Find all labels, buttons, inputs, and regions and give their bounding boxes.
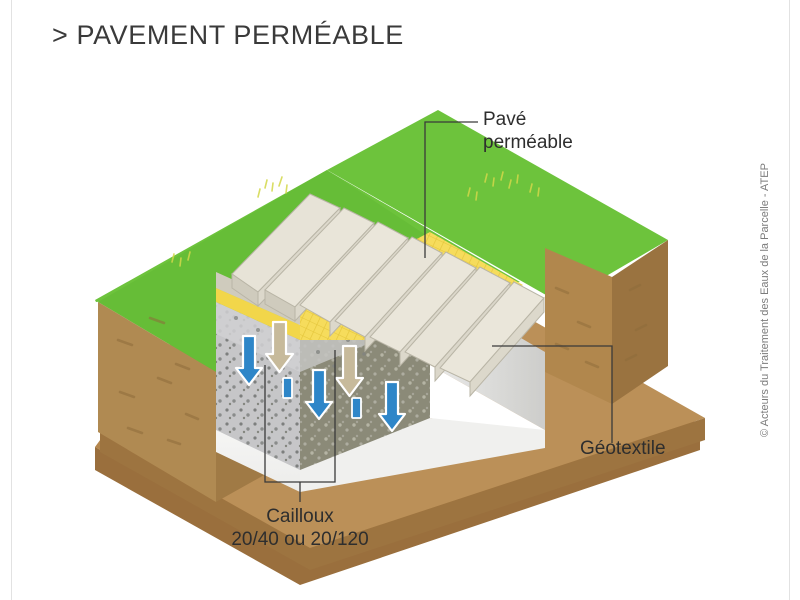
left-border-rule bbox=[11, 0, 12, 600]
flow-arrows bbox=[234, 320, 407, 433]
leader-paver bbox=[424, 121, 478, 258]
callout-geotextile-label: Géotextile bbox=[580, 438, 666, 459]
soil-block-right bbox=[545, 240, 668, 404]
page-title: > PAVEMENT PERMÉABLE bbox=[52, 20, 404, 50]
grass-tufts bbox=[171, 171, 540, 267]
leader-geotextile bbox=[492, 345, 613, 443]
water-arrow-small bbox=[351, 397, 362, 419]
water-arrow-small bbox=[251, 418, 260, 430]
water-arrow-small bbox=[282, 377, 293, 399]
callout-gravel-label: Cailloux 20/40 ou 20/120 bbox=[231, 506, 369, 550]
water-arrow bbox=[304, 368, 334, 421]
right-border-rule bbox=[789, 0, 790, 600]
callout-paver-label: Pavé perméable bbox=[483, 109, 573, 153]
copyright-notice: © Acteurs du Traitement des Eaux de la P… bbox=[759, 163, 771, 437]
water-arrow bbox=[377, 380, 407, 433]
paver-strips bbox=[231, 193, 545, 398]
leader-lines bbox=[264, 121, 613, 502]
soil-arrow bbox=[334, 344, 365, 398]
paver-layer bbox=[216, 193, 545, 398]
water-arrow bbox=[234, 334, 264, 387]
soil-arrow bbox=[264, 320, 295, 374]
